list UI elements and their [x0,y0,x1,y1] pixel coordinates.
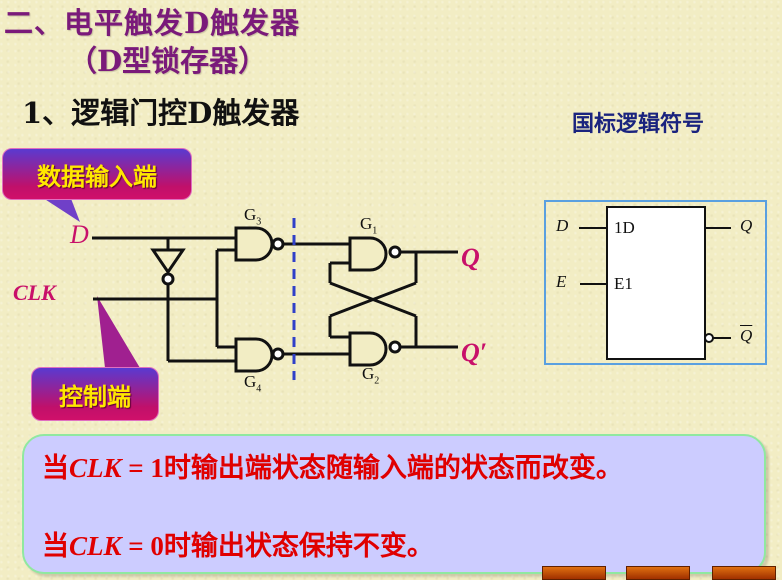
symbol-pin-e1: E1 [614,274,633,293]
callout-tail-data [40,196,80,222]
symbol-pin-1d: 1D [614,218,635,237]
symbol-output-q: Q [740,216,753,235]
gate-g2-label: G2 [362,364,380,387]
subsection-title: 1、逻辑门控D触发器 [22,96,300,130]
callout-data-input: 数据输入端 [2,148,192,200]
info-text: 时输出端状态随输入端的状态而改变。 [163,453,623,483]
info-prefix: 当 [42,453,69,483]
callout-tail-control [97,296,140,368]
nav-button-prev[interactable] [542,566,606,580]
info-eq: = 1 [121,453,164,483]
input-d-label: D [70,220,89,249]
symbol-pins [579,227,731,343]
section-title: 二、电平触发D触发器 [4,6,301,40]
info-line-clk0: 当CLK = 0时输出状态保持不变。 [42,524,434,563]
gate-g1-label: G1 [360,214,378,237]
callout-control: 控制端 [31,367,159,421]
info-prefix: 当 [42,531,69,561]
info-eq: = 0 [121,531,164,561]
output-q-prime-label: Q′ [461,338,488,367]
nav-button-home[interactable] [626,566,690,580]
symbol-input-e: E [556,272,567,291]
output-q-label: Q [461,243,480,272]
info-var: CLK [69,453,122,483]
nav-button-next[interactable] [712,566,776,580]
input-clk-label: CLK [13,280,56,305]
info-text: 时输出状态保持不变。 [163,531,434,561]
info-box: 当CLK = 1时输出端状态随输入端的状态而改变。 当CLK = 0时输出状态保… [22,434,766,574]
info-line-clk1: 当CLK = 1时输出端状态随输入端的状态而改变。 [42,446,623,485]
info-var: CLK [69,531,122,561]
circuit-diagram [40,196,458,380]
symbol-input-d: D [556,216,569,235]
symbol-body [606,206,706,360]
section-title-sub: （D型锁存器） [68,44,268,78]
gate-g3-label: G3 [244,205,262,228]
symbol-output-qbar: Q [740,326,753,345]
standard-logic-symbol: D E 1D E1 Q Q [544,200,767,365]
standard-symbol-title: 国标逻辑符号 [572,111,705,137]
gate-g4-label: G4 [244,372,262,395]
